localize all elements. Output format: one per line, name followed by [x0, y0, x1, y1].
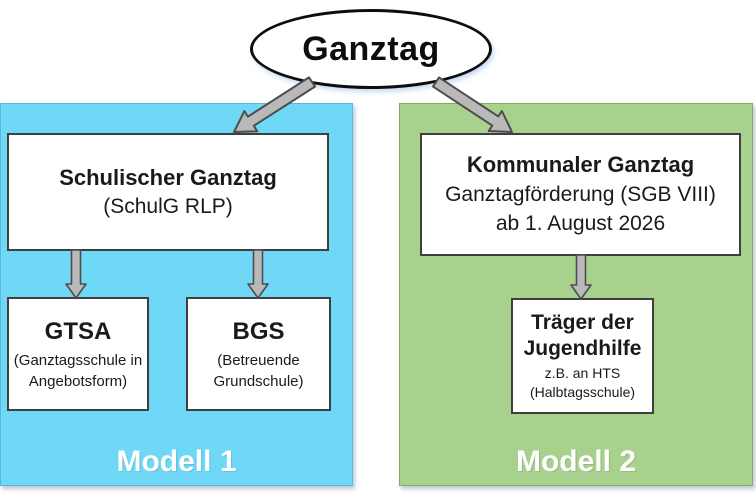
node-schulischer-ganztag-subtitle: (SchulG RLP) [103, 194, 233, 218]
root-node-label: Ganztag [302, 29, 440, 68]
node-traeger-note2: (Halbtagsschule) [529, 383, 636, 400]
modell-1-label: Modell 1 [116, 445, 237, 478]
node-kommunaler-ganztag-line2: Ganztagförderung (SGB VIII) [445, 182, 716, 206]
panel-modell-1: Schulischer Ganztag (SchulG RLP) GTSA (G… [0, 103, 353, 486]
node-traeger-title: Träger der Jugendhilfe [523, 311, 642, 360]
node-schulischer-ganztag: Schulischer Ganztag (SchulG RLP) [7, 133, 329, 251]
modell-2-label: Modell 2 [515, 445, 636, 478]
node-bgs-subtitle: (Betreuende Grundschule) [213, 352, 304, 390]
node-traeger-note1: z.B. an HTS [544, 364, 621, 381]
node-kommunaler-ganztag: Kommunaler Ganztag Ganztagförderung (SGB… [420, 133, 741, 256]
panel-modell-2: Kommunaler Ganztag Ganztagförderung (SGB… [399, 103, 753, 486]
node-traeger-der-jugendhilfe: Träger der Jugendhilfe z.B. an HTS (Halb… [511, 298, 654, 414]
node-kommunaler-ganztag-line3: ab 1. August 2026 [495, 212, 666, 236]
root-node-ganztag: Ganztag [250, 9, 492, 89]
node-schulischer-ganztag-title: Schulischer Ganztag [59, 164, 277, 190]
node-gtsa: GTSA (Ganztagsschule in Angebotsform) [7, 297, 149, 411]
node-gtsa-title: GTSA [44, 318, 112, 346]
node-gtsa-subtitle: (Ganztagsschule in Angebotsform) [13, 352, 143, 390]
node-kommunaler-ganztag-title: Kommunaler Ganztag [466, 151, 695, 177]
node-bgs: BGS (Betreuende Grundschule) [186, 297, 331, 411]
node-bgs-title: BGS [232, 318, 285, 346]
